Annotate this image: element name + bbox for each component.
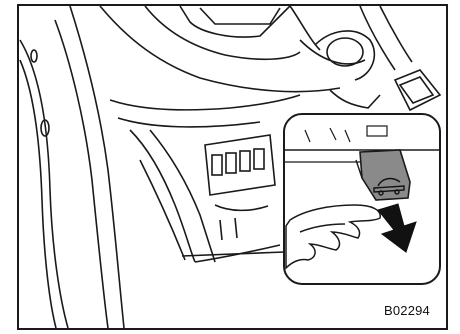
switch-2 [226, 153, 236, 173]
door-frame [20, 6, 124, 328]
switch-4 [254, 149, 264, 169]
inset-detail [284, 114, 440, 284]
switch-3 [240, 151, 250, 171]
door-bolt-upper [31, 50, 37, 62]
figure-code: B02294 [384, 303, 430, 318]
lower-dash-panel [110, 95, 300, 262]
dashboard [100, 6, 440, 110]
switch-1 [212, 155, 222, 175]
steering-column [327, 38, 363, 66]
